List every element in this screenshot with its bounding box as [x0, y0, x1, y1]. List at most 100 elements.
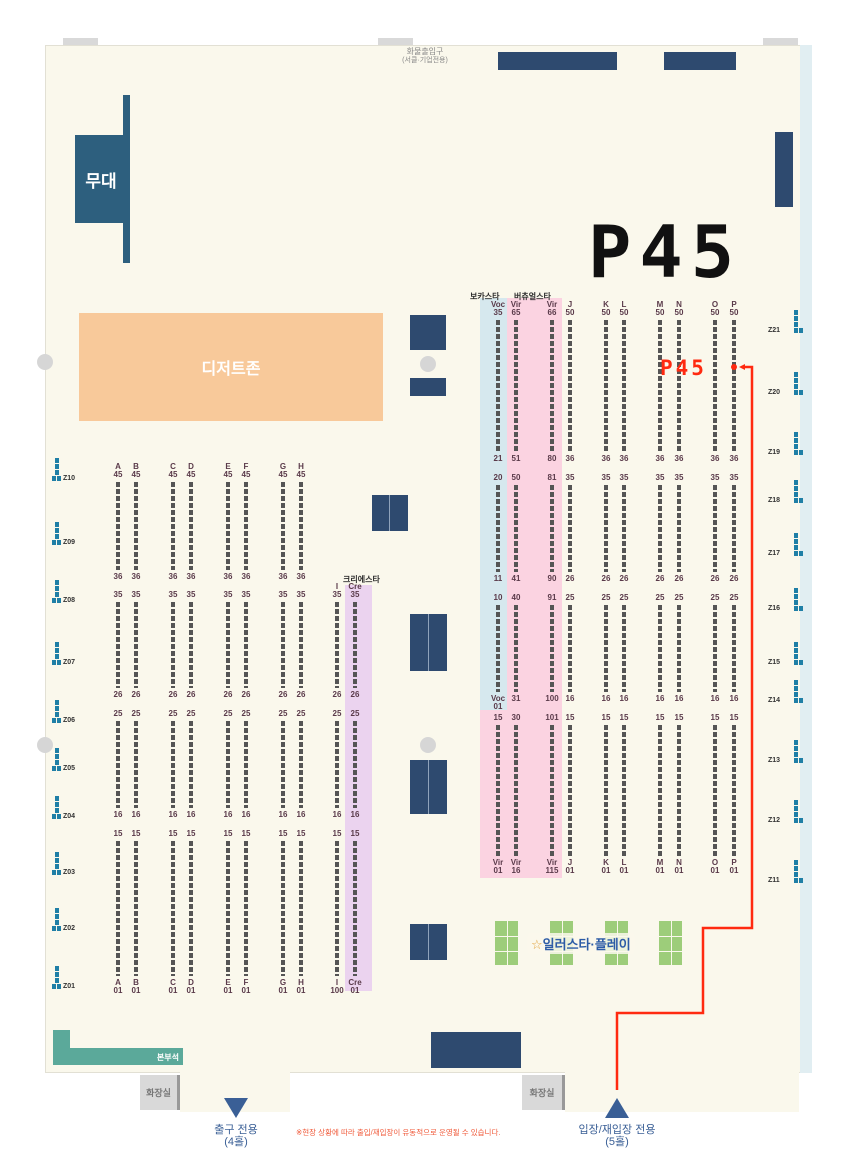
booth-table [794, 480, 798, 485]
aisle-end-label: 26 [223, 690, 233, 699]
booth-marker-dot [731, 364, 737, 370]
aisle-start-label: 15 [241, 829, 251, 838]
booth-table [55, 700, 59, 705]
booth-table [57, 718, 61, 723]
door [63, 38, 98, 45]
aisle-end-label: 26 [241, 690, 251, 699]
arrow-head-icon [739, 364, 745, 370]
booth-table [794, 872, 798, 877]
z-booth: Z21 [768, 310, 810, 340]
aisle-end-label: N 01 [674, 858, 684, 875]
booth-table [794, 818, 798, 823]
z-booth-label: Z12 [768, 817, 781, 824]
booth-row [496, 725, 500, 856]
booth-row [732, 485, 736, 572]
booth-table [794, 860, 798, 865]
booth-row [514, 485, 518, 572]
aisle-start-label: D 45 [186, 462, 196, 479]
right-wall [800, 45, 812, 1073]
booth-table [799, 698, 803, 703]
z-booth-label: Z07 [63, 659, 76, 666]
booth-row [189, 721, 193, 808]
booth-table [55, 858, 59, 863]
booth-table [55, 706, 59, 711]
pillar [37, 354, 53, 370]
booth-table [799, 660, 803, 665]
aisle-start-label: N 50 [674, 300, 684, 317]
booth-table [55, 654, 59, 659]
booth-row [732, 320, 736, 452]
booth-table [794, 390, 798, 395]
booth-row [134, 482, 138, 570]
play-booth [658, 920, 683, 966]
star-icon: ☆ [531, 937, 543, 952]
aisle-end-label: 26 [619, 574, 629, 583]
booth-row [496, 485, 500, 572]
z-booth: Z04 [52, 796, 82, 826]
z-booth-label: Z13 [768, 757, 781, 764]
aisle-start-label: B 45 [131, 462, 141, 479]
booth-block [775, 132, 793, 207]
booth-row [116, 721, 120, 808]
aisle-end-label: Vir 01 [492, 858, 504, 875]
booth-table [794, 752, 798, 757]
booth-table [794, 740, 798, 745]
booth-row [226, 841, 230, 976]
booth-table [794, 660, 798, 665]
booth-row [568, 605, 572, 692]
aisle-start-label: 25 [241, 709, 251, 718]
aisle-start-label: 15 [332, 829, 342, 838]
aisle-start-label: 35 [655, 473, 665, 482]
z-booth: Z10 [52, 458, 82, 488]
booth-row [677, 485, 681, 572]
booth-table [794, 878, 798, 883]
aisle-end-label: 16 [619, 694, 629, 703]
booth-table [794, 533, 798, 538]
booth-table [55, 754, 59, 759]
aisle-start-label: 25 [729, 593, 739, 602]
aisle-end-label: 26 [601, 574, 611, 583]
booth-table [794, 444, 798, 449]
aisle-start-label: 25 [278, 709, 288, 718]
vocastar-zone [480, 298, 507, 710]
booth-row [658, 605, 662, 692]
booth-row [732, 605, 736, 692]
aisle-end-label: 26 [131, 690, 141, 699]
booth-table [799, 818, 803, 823]
booth-table [794, 806, 798, 811]
entrance-label: 입장/재입장 전용 [578, 1124, 656, 1136]
booth-row [134, 721, 138, 808]
virtualstar-zone-lower [480, 710, 562, 878]
aisle-start-label: K 50 [601, 300, 611, 317]
booth-row [244, 841, 248, 976]
notice-text: ※현장 상황에 따라 출입/재입장이 유동적으로 운영될 수 있습니다. [296, 1128, 501, 1137]
aisle-start-label: 25 [565, 593, 575, 602]
aisle-end-label: 36 [223, 572, 233, 581]
booth-table [57, 926, 61, 931]
aisle-end-label: F 01 [241, 978, 251, 995]
vocastar-label: 보카스타 [470, 292, 500, 301]
booth-table [55, 592, 59, 597]
booth-table [799, 498, 803, 503]
booth-row [713, 725, 717, 856]
booth-row [622, 320, 626, 452]
booth-block [664, 52, 736, 70]
booth-block [410, 760, 447, 814]
logo-text: 일러스타·플레이 [542, 937, 631, 952]
cargo-entrance-label: 화물출입구 [406, 47, 444, 56]
aisle-start-label: 35 [710, 473, 720, 482]
z-booth: Z11 [768, 860, 810, 890]
aisle-start-label: 35 [168, 590, 178, 599]
aisle-start-label: 25 [113, 709, 123, 718]
booth-row [550, 320, 554, 452]
booth-block [431, 1032, 521, 1068]
exit-label: 출구 전용 [214, 1124, 258, 1136]
aisle-end-label: K 01 [601, 858, 611, 875]
booth-row [514, 725, 518, 856]
entrance-info: 입장/재입장 전용 (5홀) [567, 1124, 667, 1148]
aisle-start-label: 15 [186, 829, 196, 838]
aisle-start-label: 15 [710, 713, 720, 722]
aisle-start-label: 35 [278, 590, 288, 599]
booth-table [794, 438, 798, 443]
booth-row [604, 725, 608, 856]
